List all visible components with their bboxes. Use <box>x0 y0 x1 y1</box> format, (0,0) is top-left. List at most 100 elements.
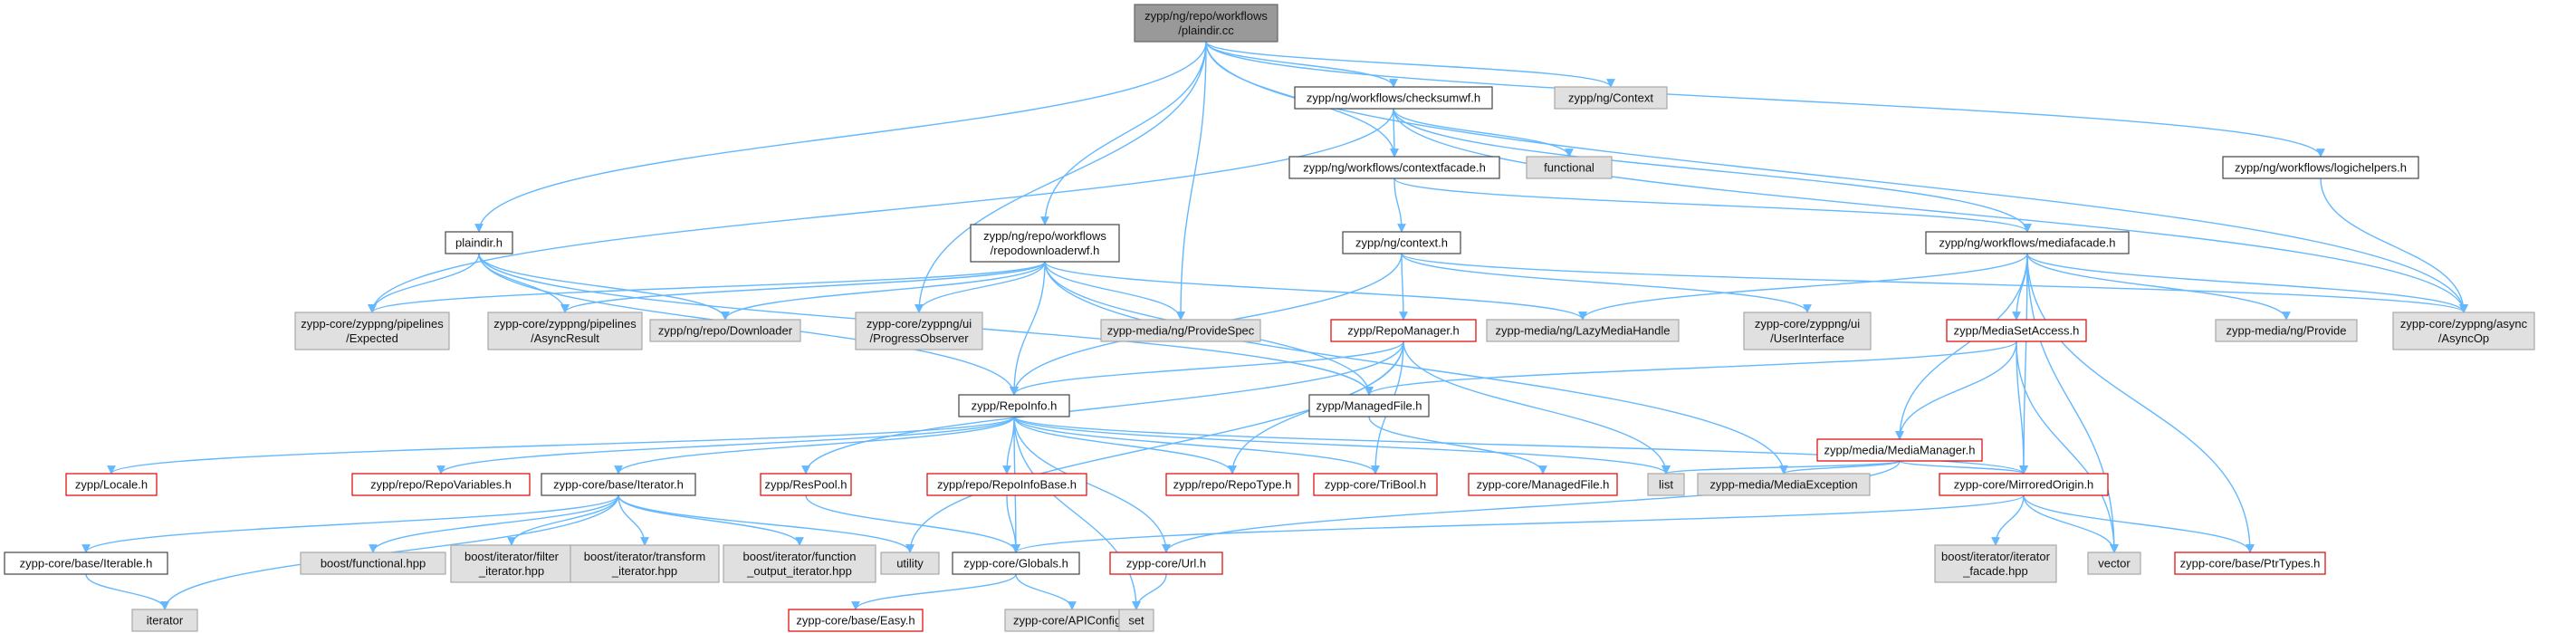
node-context-fwd[interactable]: zypp/ng/Context <box>1554 86 1668 110</box>
node-label: _output_iterator.hpp <box>746 564 852 578</box>
node-core-managedfile[interactable]: zypp-core/ManagedFile.h <box>1468 473 1618 496</box>
edge-repomanager-to-respool <box>801 340 1404 475</box>
node-locale[interactable]: zypp/Locale.h <box>65 473 158 496</box>
node-downloader[interactable]: zypp/ng/repo/Downloader <box>649 319 801 342</box>
edge-logichelpers-to-asyncop <box>2320 177 2468 313</box>
node-box <box>65 473 158 496</box>
node-boost-function-output[interactable]: boost/iterator/function_output_iterator.… <box>723 544 876 583</box>
node-globals[interactable]: zypp-core/Globals.h <box>952 551 1080 575</box>
node-userinterface[interactable]: zypp-core/zyppng/ui/UserInterface <box>1743 312 1872 350</box>
node-label: /AsyncResult <box>531 331 599 345</box>
node-label: zypp/ng/repo/Downloader <box>658 324 793 338</box>
node-box <box>880 551 940 575</box>
edge-root-to-progressobserver <box>915 41 1207 313</box>
node-box <box>1946 319 2087 342</box>
node-vector[interactable]: vector <box>2087 551 2141 575</box>
node-repovariables[interactable]: zypp/repo/RepoVariables.h <box>351 473 531 496</box>
node-repodownloaderwf[interactable]: zypp/ng/repo/workflows/repodownloaderwf.… <box>970 224 1120 263</box>
node-iterator-h[interactable]: zypp-core/base/Iterator.h <box>541 473 696 496</box>
node-checksumwf[interactable]: zypp/ng/workflows/checksumwf.h <box>1294 86 1493 110</box>
edge-plaindir_h-to-asyncresult <box>478 253 570 313</box>
node-progressobserver[interactable]: zypp-core/zyppng/ui/ProgressObserver <box>855 312 983 350</box>
node-expected[interactable]: zypp-core/zyppng/pipelines/Expected <box>294 312 450 350</box>
node-box <box>131 609 198 632</box>
node-iterable[interactable]: zypp-core/base/Iterable.h <box>4 551 168 575</box>
node-repoinfobase[interactable]: zypp/repo/RepoInfoBase.h <box>926 473 1087 496</box>
node-easy[interactable]: zypp-core/base/Easy.h <box>788 609 924 632</box>
node-apiconfig[interactable]: zypp-core/APIConfig.h <box>1004 609 1140 632</box>
node-root[interactable]: zypp/ng/repo/workflows/plaindir.cc <box>1134 4 1278 43</box>
node-box <box>1100 319 1261 342</box>
node-mediamanager[interactable]: zypp/media/MediaManager.h <box>1816 438 1983 462</box>
node-label: zypp/ManagedFile.h <box>1316 399 1422 413</box>
edge-root-to-logichelpers <box>1205 41 2325 158</box>
node-label: zypp-core/base/Iterator.h <box>553 478 684 492</box>
edge-root-to-context_fwd <box>1205 41 1615 88</box>
node-asyncresult[interactable]: zypp-core/zyppng/pipelines/AsyncResult <box>487 312 643 350</box>
node-boost-filter[interactable]: boost/iterator/filter_iterator.hpp <box>450 544 573 583</box>
node-boost-functional[interactable]: boost/functional.hpp <box>300 551 446 575</box>
node-label: boost/iterator/filter <box>464 550 560 563</box>
edge-repodownloaderwf-to-expected <box>368 261 1046 313</box>
node-list[interactable]: list <box>1647 473 1685 496</box>
node-box <box>4 551 168 575</box>
node-mirroredorigin[interactable]: zypp-core/MirroredOrigin.h <box>1939 473 2109 496</box>
node-iterator-std[interactable]: iterator <box>131 609 198 632</box>
edge-root-to-providespec <box>1176 41 1207 321</box>
node-layer: zypp/ng/repo/workflows/plaindir.cc zypp/n… <box>4 4 2535 632</box>
node-boost-iterator-facade[interactable]: boost/iterator/iterator_facade.hpp <box>1934 544 2057 583</box>
node-mediafacade[interactable]: zypp/ng/workflows/mediafacade.h <box>1925 231 2130 254</box>
edge-mediasetaccess-to-mirroredorigin <box>2016 340 2028 475</box>
node-provide[interactable]: zypp-media/ng/Provide <box>2215 319 2358 342</box>
node-box <box>294 312 450 350</box>
edge-iterator_h-to-boost_function_output <box>618 494 804 546</box>
node-box <box>1330 319 1477 342</box>
node-label: utility <box>896 557 924 571</box>
node-box <box>1743 312 1872 350</box>
node-asyncop[interactable]: zypp-core/zyppng/async/AsyncOp <box>2392 312 2535 350</box>
edge-mediafacade-to-mirroredorigin <box>2019 253 2028 475</box>
node-label: /AsyncOp <box>2438 331 2489 345</box>
node-mediasetaccess[interactable]: zypp/MediaSetAccess.h <box>1946 319 2087 342</box>
node-plaindir-h[interactable]: plaindir.h <box>445 231 513 254</box>
node-context-h[interactable]: zypp/ng/context.h <box>1342 231 1461 254</box>
node-box <box>2222 156 2419 179</box>
node-respool[interactable]: zypp/ResPool.h <box>760 473 852 496</box>
edge-managedfile-to-core_managedfile <box>1368 416 1547 475</box>
node-ptrtypes[interactable]: zypp-core/base/PtrTypes.h <box>2174 551 2326 575</box>
node-tribool[interactable]: zypp-core/TriBool.h <box>1313 473 1438 496</box>
node-box <box>1934 544 2057 583</box>
edge-mediamanager-to-list <box>1661 460 1901 475</box>
node-repomanager[interactable]: zypp/RepoManager.h <box>1330 319 1477 342</box>
node-set[interactable]: set <box>1118 609 1154 632</box>
node-providespec[interactable]: zypp-media/ng/ProvideSpec <box>1100 319 1261 342</box>
node-url[interactable]: zypp-core/Url.h <box>1109 551 1223 575</box>
node-logichelpers[interactable]: zypp/ng/workflows/logichelpers.h <box>2222 156 2419 179</box>
node-box <box>970 224 1120 263</box>
edge-repomanager-to-list <box>1403 340 1671 475</box>
node-label: functional <box>1544 161 1594 175</box>
node-repotype[interactable]: zypp/repo/RepoType.h <box>1165 473 1299 496</box>
node-box <box>1342 231 1461 254</box>
node-functional[interactable]: functional <box>1526 156 1613 179</box>
node-label: zypp/ng/workflows/checksumwf.h <box>1307 91 1480 105</box>
node-label: zypp-core/zyppng/async <box>2400 317 2528 331</box>
edge-checksumwf-to-asyncop <box>1393 108 2468 313</box>
node-lazymediahandle[interactable]: zypp-media/ng/LazyMediaHandle <box>1486 319 1680 342</box>
edge-repodownloaderwf-to-providespec <box>1044 261 1185 321</box>
node-boost-transform[interactable]: boost/iterator/transform_iterator.hpp <box>570 544 720 583</box>
node-repoinfo[interactable]: zypp/RepoInfo.h <box>958 394 1070 417</box>
edge-plaindir_h-to-expected <box>368 253 480 313</box>
edge-iterator_h-to-boost_filter <box>507 494 619 546</box>
edge-plaindir_h-to-downloader <box>478 253 730 321</box>
edge-repoinfo-to-tribool <box>1013 416 1380 475</box>
node-mediaexception[interactable]: zypp-media/MediaException <box>1697 473 1871 496</box>
node-box <box>1925 231 2130 254</box>
edge-mediasetaccess-to-managedfile <box>1365 340 2017 396</box>
node-utility[interactable]: utility <box>880 551 940 575</box>
node-contextfacade[interactable]: zypp/ng/workflows/contextfacade.h <box>1288 156 1500 179</box>
edge-repomanager-to-utility <box>905 340 1404 553</box>
edge-root-to-plaindir_h <box>474 41 1207 233</box>
node-managedfile[interactable]: zypp/ManagedFile.h <box>1308 394 1430 417</box>
